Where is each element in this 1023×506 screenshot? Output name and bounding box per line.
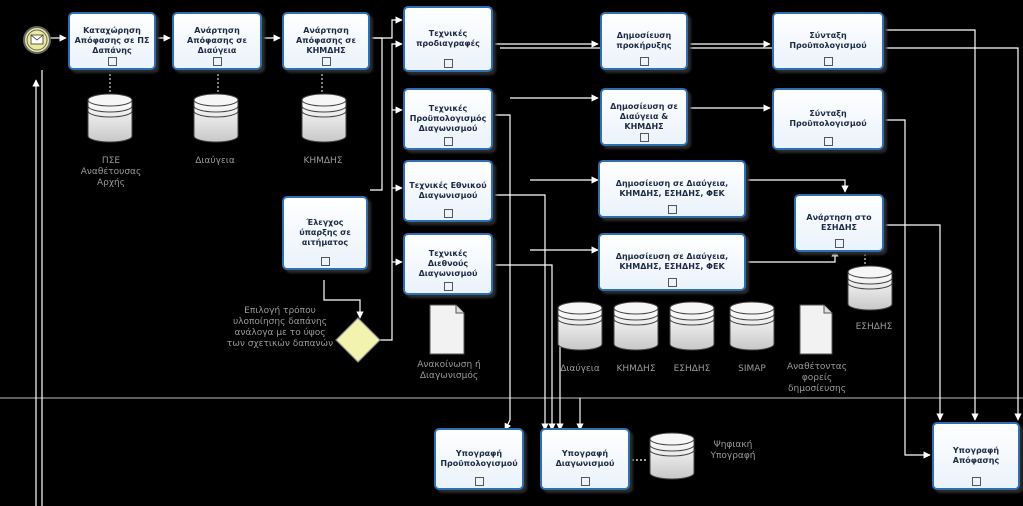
- task-post-diavgeia[interactable]: Ανάρτηση Απόφασης σε Διαύγεια: [172, 12, 262, 70]
- task-register-decision[interactable]: Καταχώρηση Απόφασης σε ΠΣ Δαπάνης: [68, 12, 156, 70]
- task-national-tender[interactable]: Τεχνικές Εθνικού Διαγωνισμού: [403, 160, 493, 222]
- data-store-icons: [87, 93, 893, 480]
- label-kimdis-1: ΚΗΜΔΗΣ: [303, 156, 343, 166]
- task-sign-budget[interactable]: Υπογραφή Προϋπολογισμού: [434, 428, 524, 490]
- task-publish-all-2[interactable]: Δημοσίευση σε Διαύγεια, ΚΗΜΔΗΣ, ΕΣΗΔΗΣ, …: [598, 233, 746, 291]
- gateway-annotation: Επιλογή τρόπου υλοποίησης δαπάνης ανάλογ…: [226, 306, 334, 349]
- label-kimdis-2: ΚΗΜΔΗΣ: [616, 364, 656, 374]
- document-icons: [429, 304, 833, 355]
- task-publish-all-1[interactable]: Δημοσίευση σε Διαύγεια, ΚΗΜΔΗΣ, ΕΣΗΔΗΣ, …: [598, 160, 746, 218]
- task-check-request[interactable]: Έλεγχος ύπαρξης σε αιτήματος: [282, 196, 368, 270]
- start-event-icon[interactable]: [23, 26, 51, 54]
- task-technical-specs[interactable]: Τεχνικές προδιαγραφές: [403, 6, 493, 72]
- task-sign-decision[interactable]: Υπογραφή Απόφασης: [932, 422, 1020, 490]
- task-publish-diavgeia-kimdis[interactable]: Δημοσίευση σε Διαύγεια & ΚΗΜΔΗΣ: [600, 88, 688, 146]
- task-post-esidis[interactable]: Ανάρτηση στο ΕΣΗΔΗΣ: [794, 194, 884, 252]
- task-post-kimdis[interactable]: Ανάρτηση Απόφασης σε ΚΗΜΔΗΣ: [282, 12, 370, 70]
- sequence-flows: [32, 16, 1022, 506]
- task-sign-tender[interactable]: Υπογραφή Διαγωνισμού: [540, 428, 630, 490]
- task-compose-budget-1[interactable]: Σύνταξη Προϋπολογισμού: [772, 12, 884, 70]
- label-diavgeia-1: Διαύγεια: [195, 156, 235, 166]
- task-international-tender[interactable]: Τεχνικές Διεθνούς Διαγωνισμού: [403, 233, 493, 295]
- label-esidis-1: ΕΣΗΔΗΣ: [673, 364, 711, 374]
- label-digital-sign: Ψηφιακή Υπογραφή: [710, 440, 756, 461]
- gateway-icon[interactable]: [335, 317, 381, 363]
- task-compose-budget-2[interactable]: Σύνταξη Προϋπολογισμού: [772, 88, 884, 150]
- label-diavgeia-2: Διαύγεια: [560, 364, 600, 374]
- task-publish-notice[interactable]: Δημοσίευση προκήρυξης: [600, 12, 688, 70]
- label-esidis-2: ΕΣΗΔΗΣ: [855, 322, 893, 332]
- task-budget[interactable]: Τεχνικές Προϋπολογισμός Διαγωνισμού: [403, 88, 493, 150]
- label-document-2: Αναθέτοντας φορείς δημοσίευσης: [786, 362, 848, 394]
- label-document-1: Ανακοίνωση ή Διαγωνισμός: [417, 360, 481, 381]
- label-simap: SIMAP: [738, 364, 766, 374]
- label-pse-store: ΠΣΕ Αναθέτουσας Αρχής: [80, 156, 142, 188]
